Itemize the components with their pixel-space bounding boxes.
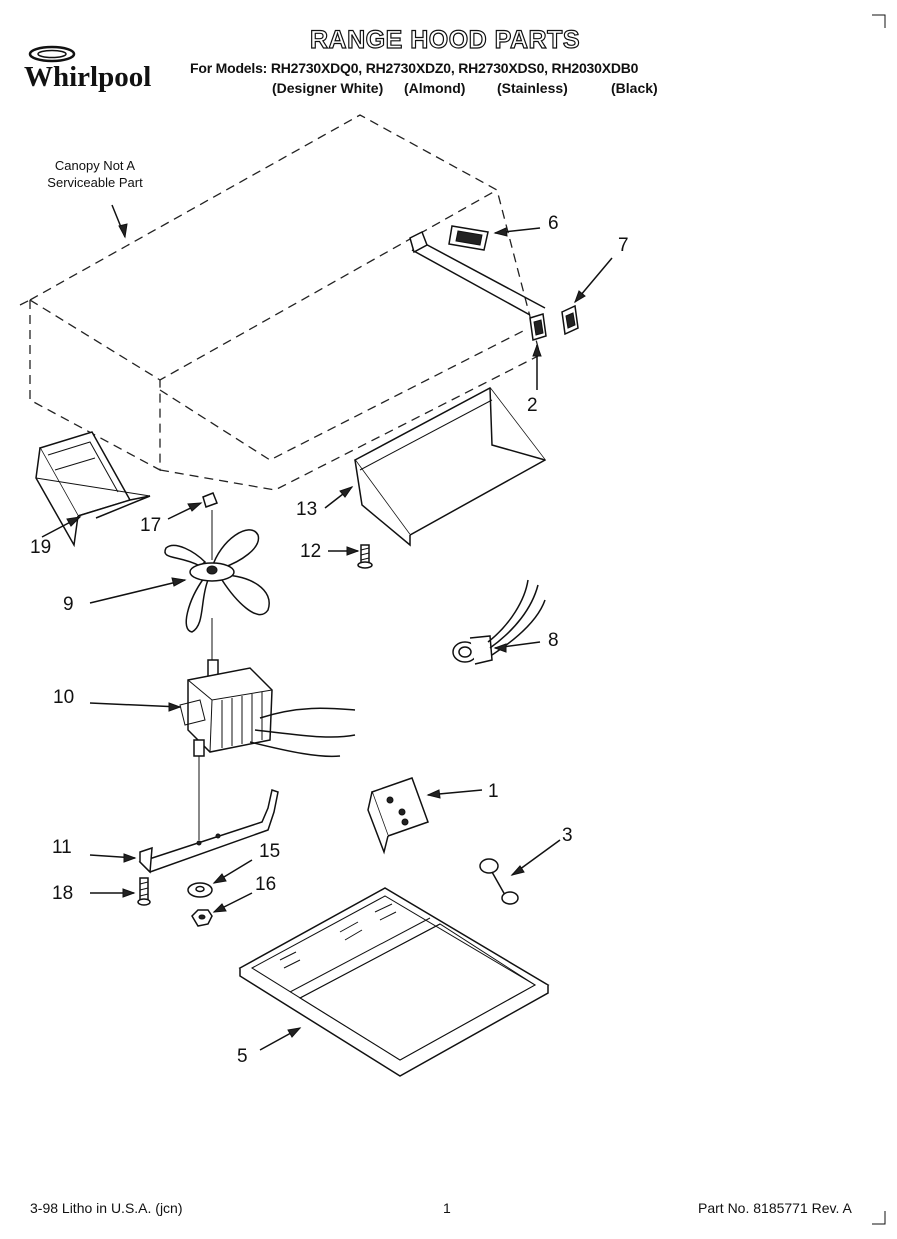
callout-2: 2: [527, 395, 538, 416]
callout-6: 6: [548, 213, 559, 234]
models-line: For Models: RH2730XDQ0, RH2730XDZ0, RH27…: [190, 60, 639, 76]
part-10-motor: [89, 659, 356, 840]
whirlpool-logo: Whirlpool: [24, 45, 151, 93]
callout-13: 13: [296, 499, 318, 520]
callout-5: 5: [237, 1046, 248, 1067]
callout-11: 11: [52, 837, 72, 858]
callout-16: 16: [255, 874, 277, 895]
part-15-washer: [187, 859, 253, 898]
callout-15: 15: [259, 841, 281, 862]
callout-17: 17: [140, 515, 162, 536]
callout-9: 9: [63, 594, 74, 615]
part-16-nut: [191, 892, 253, 927]
callout-3: 3: [562, 825, 573, 846]
part-3-clamp: [479, 839, 561, 905]
part-18-screw: [90, 877, 151, 906]
part-7-switch: [561, 257, 613, 336]
callout-12: 12: [300, 541, 322, 562]
part-6-nameplate: [448, 225, 541, 251]
part-8-plug: [452, 579, 546, 665]
part-17-clip: [167, 492, 218, 560]
footer-litho: 3-98 Litho in U.S.A. (jcn): [30, 1200, 183, 1216]
canopy-note-line1: Canopy Not A: [54, 158, 136, 173]
callout-10: 10: [53, 687, 75, 708]
part-1-bracket: [367, 777, 483, 855]
color-black: (Black): [611, 80, 658, 96]
canopy-outline: [19, 114, 541, 491]
brand-wordmark: Whirlpool: [24, 61, 151, 93]
part-12-screw: [328, 544, 373, 569]
part-19-damper: [35, 431, 151, 548]
callout-7: 7: [618, 235, 629, 256]
control-rod: [409, 230, 546, 316]
color-designer-white: (Designer White): [272, 80, 384, 96]
color-stainless: (Stainless): [497, 80, 568, 96]
part-2-switch: [529, 313, 547, 390]
canopy-note-line2: Serviceable Part: [47, 175, 143, 190]
callout-1: 1: [488, 781, 499, 802]
part-5-filter: [238, 887, 550, 1077]
color-almond: (Almond): [404, 80, 466, 96]
page-title: RANGE HOOD PARTS: [309, 25, 581, 54]
part-9-fan-blade: [89, 529, 270, 660]
part-13-housing: [324, 387, 547, 547]
footer-part-number: Part No. 8185771 Rev. A: [698, 1200, 852, 1216]
callout-18: 18: [52, 883, 74, 904]
callout-19: 19: [30, 537, 52, 558]
footer-page-number: 1: [443, 1200, 451, 1216]
part-11-motor-bracket: [89, 789, 279, 874]
callout-8: 8: [548, 630, 559, 651]
